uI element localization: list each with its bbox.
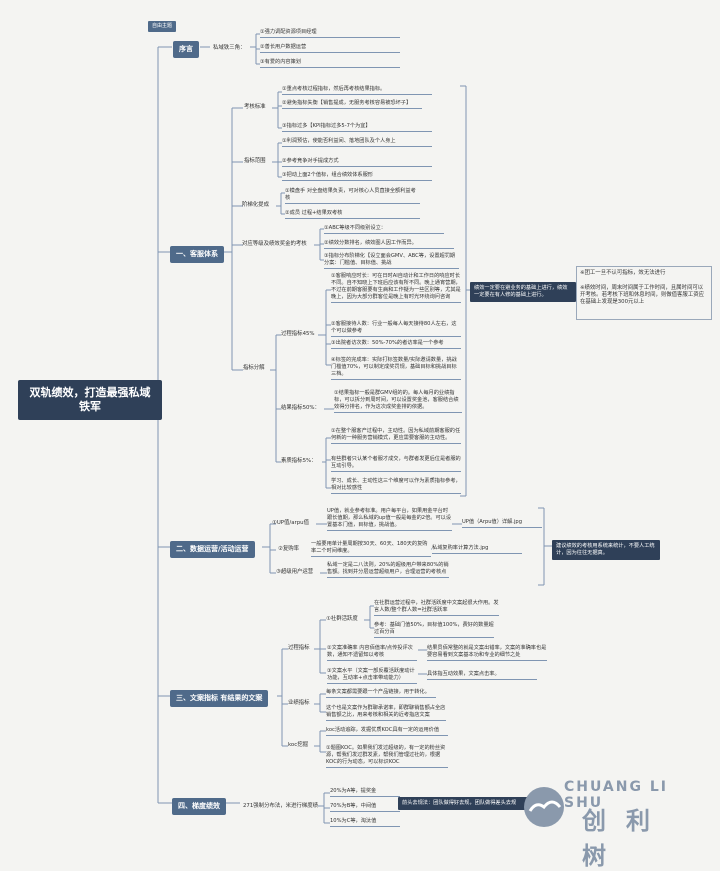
content-business-label[interactable]: 业绩指标 [288, 700, 310, 706]
scope-item-2[interactable]: ②参考竞争对手提成方式 [282, 158, 432, 167]
content-koc-item-1[interactable]: koc活动追踪，发掘优质KOC具有一定的运用价值 [326, 727, 448, 736]
content-level-label[interactable]: ③文案水平（文案一部反覆活跃度动计功能，互动率+点击率带动能力） [327, 668, 417, 684]
quality-metric-2[interactable]: 有些群者只认某个者服才成交，与群者发更后位是者服的互动引导。 [331, 456, 461, 472]
mind-map: 自由主题 双轨绩效，打造最强私域铁军 序言 私域铁三角： ①强力调配资源项目经理… [18, 21, 712, 870]
branch-content[interactable]: 三、文案指标 有结果的文案 [170, 690, 269, 707]
phase-item-1[interactable]: ①模盘手 对全盘结果负责，可对核心人员直接全额利益考核 [285, 188, 420, 204]
dataops-repurchase-desc[interactable]: 一般要用单计量周期按30天、60天、180天的复购率二个时间维度。 [311, 541, 431, 557]
kpi-item-1[interactable]: ①重点考核过程指标，然后再考核结果指标。 [282, 86, 432, 95]
scope-label[interactable]: 指标范围 [244, 158, 266, 164]
brand-name-en: CHUANG LI SHU [564, 779, 668, 811]
quality-metric-1[interactable]: ①在整个服客产过程中，主动性。因为私域前期客服的任何新的一种服务营销模式，更应需… [331, 428, 461, 444]
ladder-item-a[interactable]: 20%为A等，提奖金 [330, 788, 400, 797]
result-metric-label[interactable]: 结果指标50%： [281, 405, 320, 411]
content-accuracy-label[interactable]: ②文案准确率 内容佰值率/点传投评次数，通知不遗留知以考核 [327, 645, 417, 661]
root-topic[interactable]: 双轨绩效，打造最强私域铁军 [18, 380, 162, 420]
quality-metric-3[interactable]: 学习、成长、主动性这三个维度可以作为素质指标参考，相对比较感性 [331, 478, 461, 494]
breakdown-label[interactable]: 指标分解 [243, 365, 265, 371]
connector-lines [146, 33, 576, 824]
branch-preface[interactable]: 序言 [173, 41, 199, 58]
dataops-upvalue-desc[interactable]: UP值，就业参考标准。用户每平台，如果用金平台时跟长值期，那么私域的up值一般是… [327, 508, 452, 531]
content-process-label[interactable]: 过程指标 [288, 645, 310, 651]
branch-customer-service[interactable]: 一、客服体系 [170, 246, 224, 263]
result-metric-1[interactable]: ①结果指标一般是群GMV组的的。每人每月的业绩指标，可以拆分到周时间，可以设置奖… [334, 390, 462, 413]
kpi-item-2[interactable]: ②避免指标失衡【销售提成，无服务考核容易被恐坏子】 [282, 100, 422, 109]
dataops-repurchase-attachment[interactable]: 私域复购率计算方法.jpg [432, 545, 522, 554]
process-metric-1[interactable]: ①客服响应时长：可在日时AI自动计和工作日的响应时长不同。自不知晓上下班后应该有… [331, 273, 461, 303]
scope-item-3[interactable]: ③把动上面2个值标，组合绩效体系服形 [282, 172, 432, 181]
reward-label[interactable]: 对应等级及绩效奖金的考核 [242, 241, 307, 247]
phase-item-2[interactable]: ②成员 过程+结果双考核 [285, 210, 420, 219]
dataops-repurchase-label[interactable]: ②复购率 [278, 546, 300, 552]
content-koc-label[interactable]: koc挖掘 [288, 742, 308, 748]
ladder-sub[interactable]: 271强制分布法，米进行梯度绩 [243, 803, 318, 809]
customer-side-item-1[interactable]: ※团工一旦不认可指标，效无法进行 [580, 270, 666, 276]
content-koc-item-2[interactable]: ①题图KOC。如果我们发过超级的，有一定的粉丝资源，帮我们发过群发素，帮我们管理… [326, 745, 448, 768]
preface-item-3[interactable]: ③有爱的内容策划 [260, 59, 400, 68]
dataops-upvalue-attachment[interactable]: UP值（Arpu值）详解.jpg [462, 519, 542, 528]
brand-name-cn: 创利树 [582, 807, 670, 870]
free-topic-tag[interactable]: 自由主题 [148, 21, 177, 32]
phase-label[interactable]: 阶梯化提成 [242, 202, 269, 208]
content-activity-label[interactable]: ①社群活跃度 [326, 616, 358, 622]
customer-side-note[interactable]: 绩效一定要在避业务的基础上进行，绩效一定要在有人修的基础上进行。 [470, 282, 576, 302]
process-metric-4[interactable]: ④标签的完成率：实际打标签数量/实际邀请数量，挑战门槛值70%，可以制定成奖罚规… [331, 357, 461, 380]
dataops-superuser-desc[interactable]: 私域一定是二八法则，20%的超级用户带来80%的销售额。找到并分层运营超级用户，… [327, 562, 449, 578]
customer-side-box [576, 266, 712, 320]
quality-metric-label[interactable]: 素质指标5%： [281, 458, 317, 464]
content-business-item-1[interactable]: 每条文案都需要跟一个产品链接，用于转化。 [326, 689, 436, 698]
ladder-note[interactable]: 前头去规法：团队做得好去规，团队做得差头去规 [398, 797, 546, 810]
brand-logo: CHUANG LI SHU 创利树 [522, 779, 712, 870]
ladder-item-c[interactable]: 10%为C等，淘汰值 [330, 818, 400, 827]
dataops-superuser-label[interactable]: ③超级用户运营 [276, 569, 314, 575]
ladder-item-b[interactable]: 70%为B等，中间值 [330, 803, 400, 812]
content-business-item-2[interactable]: 这个也是文案作为群聊承诺率，即群聊销售额占全店销售额之比，用来考核和相关的近考指… [326, 705, 446, 721]
process-metric-label[interactable]: 过程指标45% [281, 331, 315, 337]
content-activity-detail-2[interactable]: 参考：基础门值50%，目标值100%，费好的数量超过百分百 [374, 622, 494, 638]
process-metric-3[interactable]: ③出院者访次数：50%-70%的者访率是一个参考 [331, 340, 461, 349]
kpi-label[interactable]: 考核标准 [244, 104, 266, 110]
branch-data-ops[interactable]: 二、数据运营/活动运营 [170, 541, 255, 558]
reward-item-2[interactable]: ②绩效分数排名，绩效图人因工作而异。 [324, 240, 454, 249]
preface-item-1[interactable]: ①强力调配资源项目经理 [260, 29, 400, 38]
kpi-item-3[interactable]: ③指标过多【KPI指标过多5-7个为宜】 [282, 123, 432, 132]
process-metric-2[interactable]: ②客服接待人数：行业一般每人每天接待80人左右，这个可以做参考 [331, 321, 461, 337]
branch-ladder[interactable]: 四、梯度绩效 [172, 798, 226, 815]
cloud-logo-icon [524, 787, 564, 827]
content-activity-detail-1[interactable]: 在社群运营过程中，社群活跃度中文案起很大作用。发言人数/整个群人数=社群活跃率 [374, 600, 499, 616]
customer-side-item-2[interactable]: ※绩效时间，周末时间属于工作时间，且属时间可以开考核。若考核下班和休息时间，则做… [580, 285, 704, 305]
content-accuracy-detail[interactable]: 结果员佰常整的就是文案出错率，文案的准确率也是要容易看到文案基本功和专业的细节之… [427, 645, 547, 661]
content-level-detail[interactable]: 具体指互动效果，文案点击率。 [427, 671, 537, 680]
preface-item-2[interactable]: ②善长用户数据运营 [260, 44, 400, 53]
preface-sub[interactable]: 私域铁三角： [213, 45, 246, 51]
scope-item-1[interactable]: ①利润预估，使能否利益间、落地团队及个人身上 [282, 138, 432, 147]
reward-item-1[interactable]: ①ABC等级不同级别设立： [324, 225, 444, 234]
dataops-upvalue-label[interactable]: ①UP值/arpu值 [272, 520, 309, 526]
reward-item-3[interactable]: ③指标分布阶梯化【设立面会GMV、ABC等，设置超罚期分案：门槛值、目标值、挑战 [324, 253, 459, 269]
dataops-side-note[interactable]: 建议绩效的考核用系统来统计，不要人工统计，因为往往无据真。 [552, 540, 660, 560]
